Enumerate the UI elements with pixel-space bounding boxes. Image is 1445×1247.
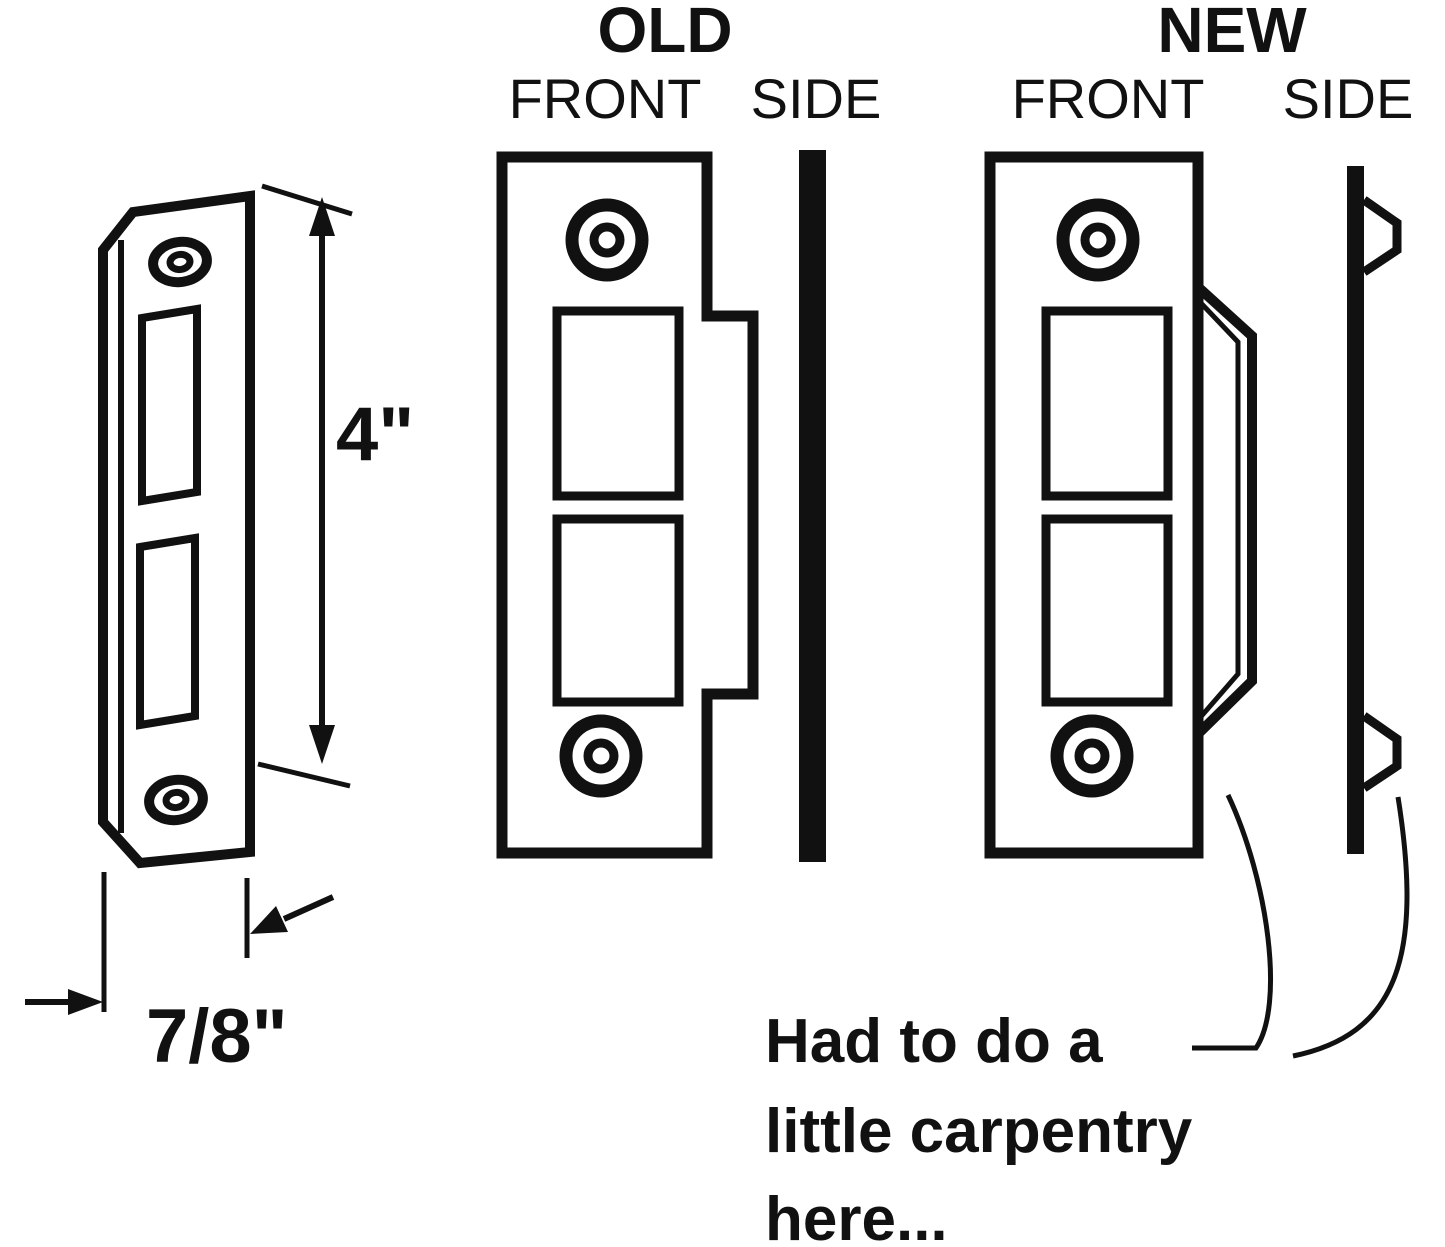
dimensioned-plate-view: 4" 7/8" xyxy=(25,183,414,1079)
annotation: Had to do a little carpentry here... xyxy=(765,793,1410,1247)
old-side-label: SIDE xyxy=(751,67,882,130)
leader-line-front xyxy=(1192,793,1274,1051)
height-dimension-label: 4" xyxy=(336,392,414,477)
new-side-view xyxy=(1347,166,1402,854)
screw-hole xyxy=(565,198,649,282)
latch-cutout xyxy=(1041,514,1173,707)
old-plate-views: OLD FRONT SIDE xyxy=(496,0,882,862)
width-dimension: 7/8" xyxy=(25,872,335,1079)
old-title: OLD xyxy=(597,0,732,66)
new-front-label: FRONT xyxy=(1012,67,1205,130)
screw-hole xyxy=(559,714,643,798)
lip-flange-inner-line xyxy=(1196,298,1241,722)
old-side-view xyxy=(799,150,826,862)
bent-lip-top xyxy=(1361,196,1402,276)
screw-hole xyxy=(1056,198,1140,282)
width-dimension-label: 7/8" xyxy=(146,994,288,1079)
new-plate-views: NEW FRONT SIDE xyxy=(984,0,1414,859)
latch-cutout xyxy=(1041,306,1173,501)
annotation-line-3: here... xyxy=(765,1185,948,1247)
latch-cutout xyxy=(552,306,684,501)
bent-lip-bottom xyxy=(1361,712,1402,792)
latch-cutout xyxy=(552,514,684,707)
screw-hole xyxy=(144,774,208,826)
old-front-label: FRONT xyxy=(509,67,702,130)
arrowhead-left xyxy=(250,906,288,934)
new-front-view xyxy=(984,151,1257,859)
annotation-line-2: little carpentry xyxy=(765,1097,1193,1166)
new-side-label: SIDE xyxy=(1283,67,1414,130)
screw-hole xyxy=(1050,714,1134,798)
latch-cutout xyxy=(136,533,199,730)
leader-line-side xyxy=(1292,796,1410,1059)
plate-outline xyxy=(98,190,255,869)
latch-cutout xyxy=(138,304,201,506)
old-front-view xyxy=(496,151,759,859)
height-dimension: 4" xyxy=(257,183,414,789)
annotation-line-1: Had to do a xyxy=(765,1007,1103,1076)
arrowhead-down xyxy=(309,725,335,764)
new-title: NEW xyxy=(1157,0,1307,66)
arrowhead-right xyxy=(68,989,103,1015)
lip-flange xyxy=(1193,275,1257,746)
arrowhead-up xyxy=(309,197,335,236)
screw-hole xyxy=(148,236,212,288)
